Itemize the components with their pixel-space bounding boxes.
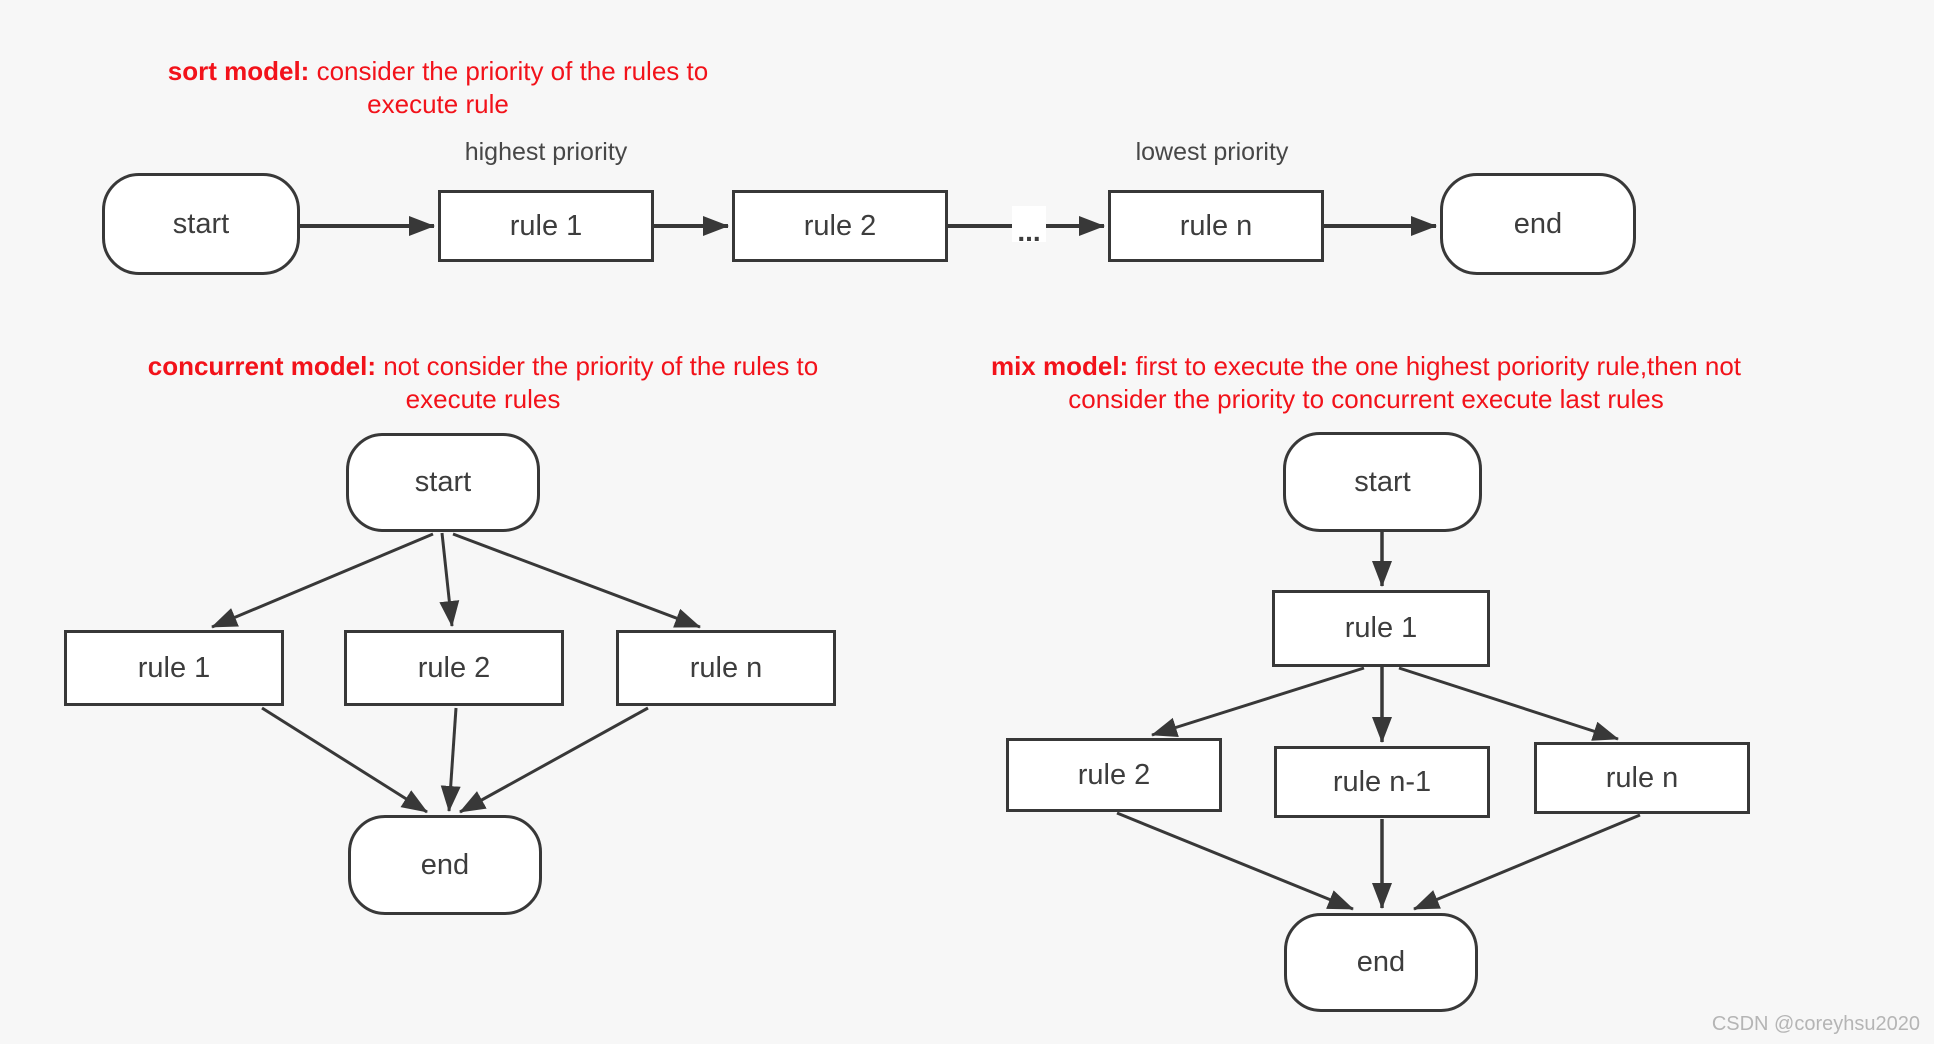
arrow-concurrent-rule2-end [440,707,461,812]
sort-model-title-line2: execute rule [367,89,509,119]
arrow-concurrent-rulen-end [459,706,649,814]
concurrent-rule-1-node: rule 1 [64,630,284,706]
arrow-mix-rule1-rule2 [1151,666,1365,738]
sort-model-title: sort model: consider the priority of the… [138,55,738,121]
arrow-mix-rulen-end [1413,813,1641,911]
mix-rule-n-1-node: rule n-1 [1274,746,1490,818]
arrow-concurrent-start-rule1 [211,532,434,629]
concurrent-start-node: start [346,433,540,532]
sort-model-title-rest: consider the priority of the rules to [309,56,709,86]
arrow-concurrent-rule1-end [261,706,428,814]
concurrent-end-node: end [348,815,542,915]
sort-rule-2-node: rule 2 [732,190,948,262]
highest-priority-label: highest priority [464,138,628,166]
ellipsis-patch [1012,206,1046,242]
mix-model-title-line2: consider the priority to concurrent exec… [1068,384,1664,414]
sort-start-node: start [102,173,300,275]
mix-model-title-bold: mix model: [990,351,1129,381]
concurrent-model-title-rest: not consider the priority of the rules t… [376,351,819,381]
ellipsis-text: ... [1017,216,1040,247]
sort-rule-1-node: rule 1 [438,190,654,262]
mix-model-title: mix model: first to execute the one high… [966,350,1766,416]
mix-model-title-line1: mix model: first to execute the one high… [966,350,1766,383]
arrow-concurrent-start-rule2 [439,532,460,627]
mix-start-node: start [1283,432,1482,532]
mix-rule-1-node: rule 1 [1272,590,1490,667]
sort-end-node: end [1440,173,1636,275]
mix-rule-n-node: rule n [1534,742,1750,814]
mix-end-node: end [1284,913,1478,1012]
mix-model-title-rest: first to execute the one highest poriori… [1128,351,1742,381]
concurrent-model-title-bold: concurrent model: [147,351,376,381]
arrow-mix-rule1-rulen [1398,666,1619,741]
sort-rule-n-node: rule n [1108,190,1324,262]
lowest-priority-label: lowest priority [1135,138,1289,166]
concurrent-rule-n-node: rule n [616,630,836,706]
concurrent-model-title-line1: concurrent model: not consider the prior… [83,350,883,383]
watermark: CSDN @coreyhsu2020 [1711,1013,1920,1035]
arrow-mix-rule2-end [1116,811,1354,911]
arrow-concurrent-start-rulen [452,532,701,629]
concurrent-model-title-line2: execute rules [405,384,561,414]
concurrent-model-title: concurrent model: not consider the prior… [83,350,883,416]
sort-model-title-bold: sort model: [167,56,310,86]
sort-model-title-line1: sort model: consider the priority of the… [138,55,738,88]
mix-rule-2-node: rule 2 [1006,738,1222,812]
concurrent-rule-2-node: rule 2 [344,630,564,706]
